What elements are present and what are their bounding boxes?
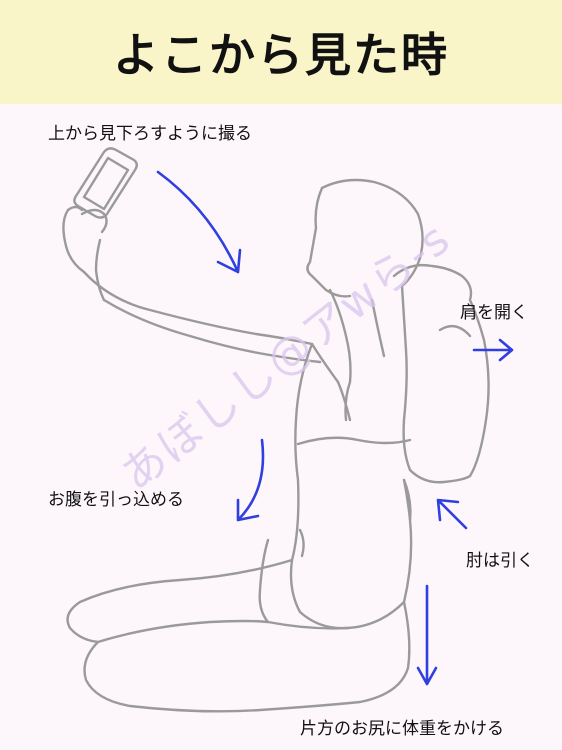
pose-illustration bbox=[62, 147, 514, 713]
shin bbox=[96, 619, 270, 644]
phone-inner bbox=[82, 156, 130, 211]
arrow-down-left-icon bbox=[236, 438, 265, 522]
chest-line bbox=[296, 436, 412, 446]
neck-collar bbox=[310, 288, 386, 422]
page-title: よこから見た時 bbox=[113, 28, 449, 82]
label-pull-in-belly: お腹を引っ込める bbox=[48, 490, 184, 510]
label-weight-on-hip: 片方のお尻に体重をかける bbox=[300, 719, 504, 739]
arm-lower-line bbox=[102, 298, 322, 364]
back-arm bbox=[392, 263, 490, 478]
label-shoot-from-above: 上から見下ろすように撮る bbox=[48, 124, 252, 144]
arrow-down-icon bbox=[416, 584, 438, 686]
knee-lower bbox=[83, 600, 411, 713]
arrow-right-icon bbox=[472, 338, 514, 362]
elbow bbox=[402, 418, 472, 484]
phone-outline bbox=[73, 147, 138, 219]
head-outline bbox=[306, 178, 424, 298]
arrow-down-right-icon bbox=[156, 170, 242, 274]
label-pull-elbow: 肘は引く bbox=[466, 551, 534, 571]
torso-front bbox=[289, 342, 413, 630]
waist-line bbox=[298, 478, 412, 558]
title-banner: よこから見た時 bbox=[0, 0, 562, 104]
arrow-up-left-icon bbox=[436, 498, 468, 530]
hand-outline bbox=[62, 205, 108, 302]
label-open-shoulders: 肩を開く bbox=[460, 303, 528, 323]
thigh bbox=[66, 558, 294, 644]
thigh-inner bbox=[258, 538, 350, 630]
arm-upper-line bbox=[82, 270, 314, 346]
